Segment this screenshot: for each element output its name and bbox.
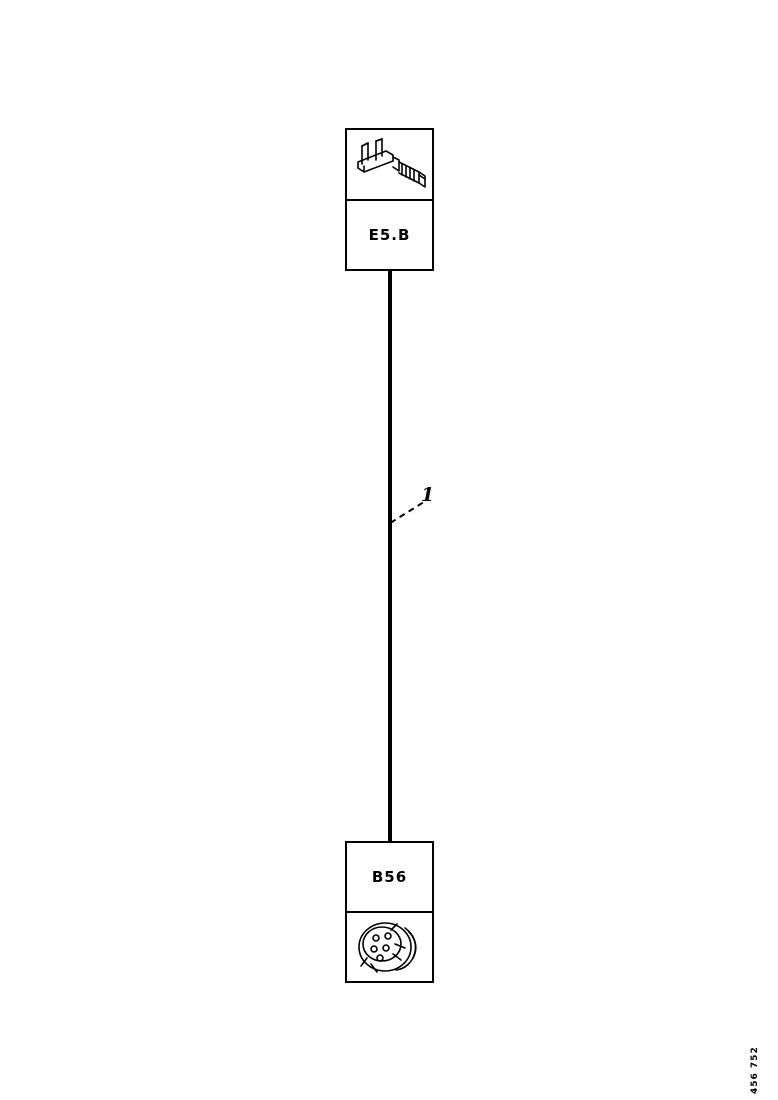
wire-line: [388, 270, 392, 842]
top-connector-label: E5.B: [368, 226, 411, 244]
bottom-connector-box: B56: [345, 841, 434, 983]
bottom-connector-label-cell: B56: [347, 843, 432, 913]
bottom-connector-icon-cell: [347, 913, 432, 981]
crimp-terminal-icon: [349, 133, 431, 197]
corner-note: 456 752: [750, 1046, 760, 1094]
top-connector-label-cell: E5.B: [347, 201, 432, 269]
wire-annotation: 1: [421, 484, 435, 506]
top-connector-icon-cell: [347, 130, 432, 201]
round-connector-icon: [349, 914, 431, 980]
wire-leader-line: [390, 501, 424, 524]
bottom-connector-label: B56: [371, 868, 408, 886]
top-connector-box: E5.B: [345, 128, 434, 271]
